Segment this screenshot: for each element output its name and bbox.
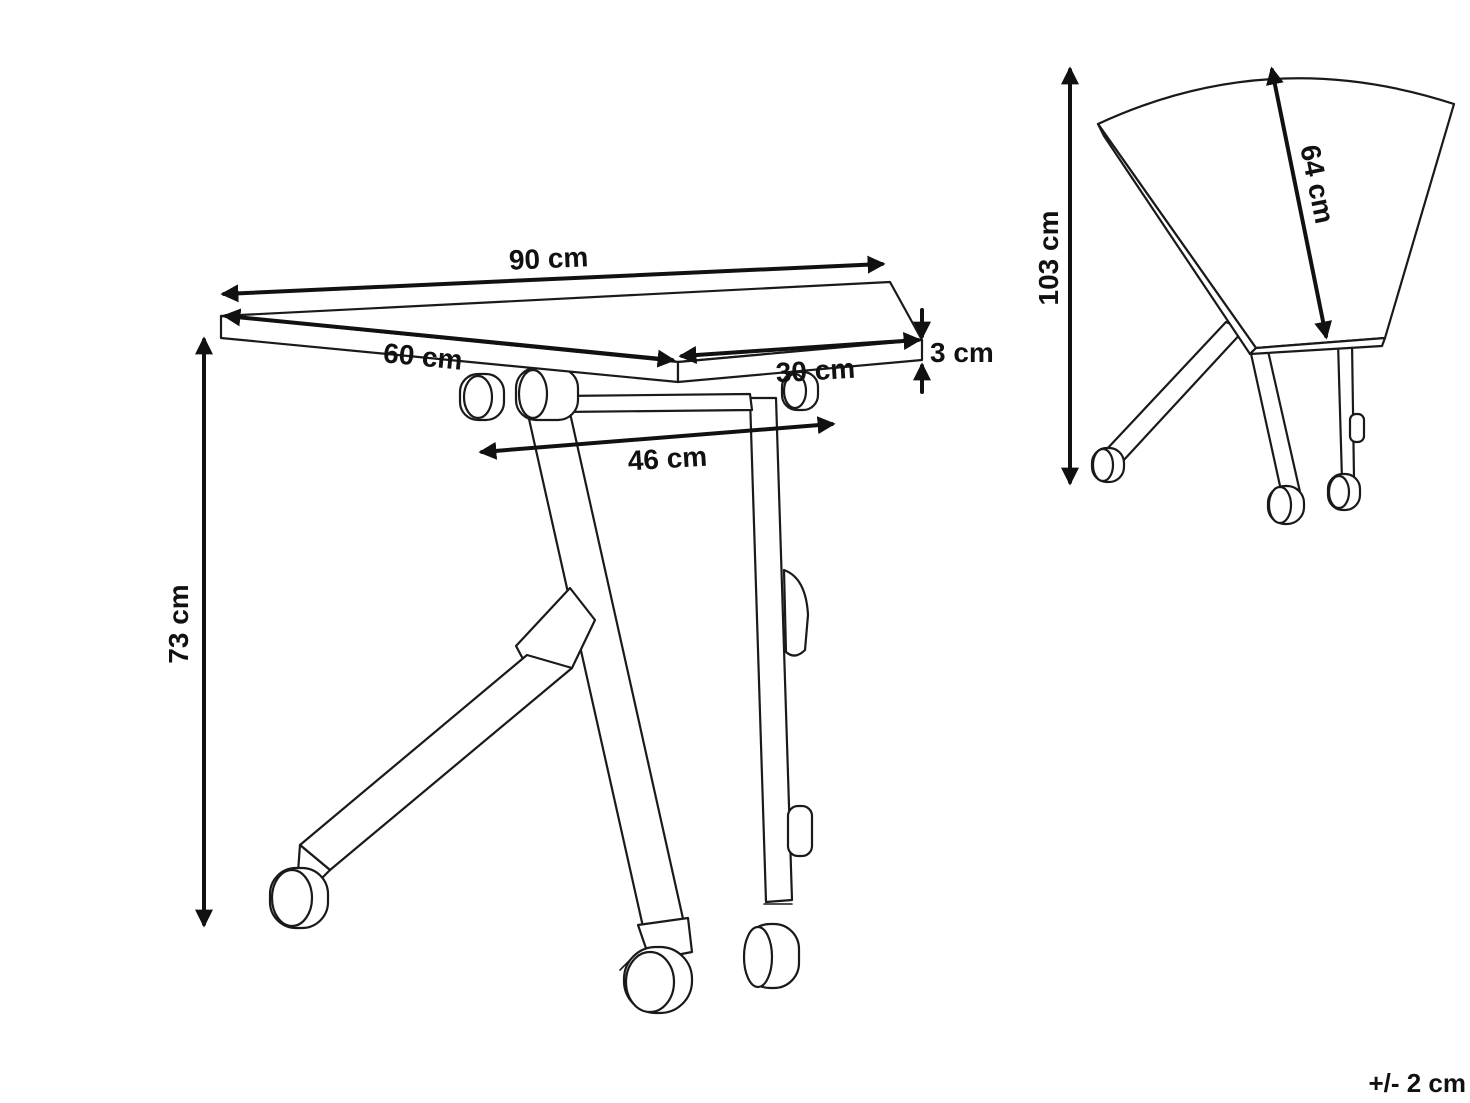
folded-height-label: 103 cm bbox=[1033, 211, 1064, 306]
folded-leg-brace bbox=[1104, 320, 1246, 464]
depth-label: 60 cm bbox=[382, 337, 464, 375]
folded-top bbox=[1096, 77, 1456, 350]
leg-span-label: 46 cm bbox=[627, 441, 708, 477]
depth-dimension-line bbox=[222, 308, 676, 368]
width-label: 90 cm bbox=[508, 241, 589, 276]
thickness-label: 3 cm bbox=[930, 337, 994, 368]
unfolded-table bbox=[219, 280, 924, 1015]
dimension-labels: 90 cm 60 cm 30 cm 3 cm 46 cm 73 cm 103 c… bbox=[163, 142, 1466, 1098]
folded-leg-back bbox=[1336, 340, 1356, 482]
folded-leg-front bbox=[1246, 338, 1302, 497]
side-depth-label: 30 cm bbox=[775, 353, 856, 389]
height-label: 73 cm bbox=[163, 584, 194, 663]
cross-bar bbox=[558, 392, 754, 414]
width-dimension-line bbox=[220, 255, 886, 303]
leg-span-dimension-line bbox=[478, 416, 836, 460]
tolerance-note: +/- 2 cm bbox=[1368, 1068, 1466, 1098]
folded-table bbox=[1090, 77, 1456, 526]
hinge-knobs bbox=[458, 366, 820, 422]
side-depth-dimension-line bbox=[678, 331, 922, 365]
folded-depth-dimension-line bbox=[1266, 66, 1332, 340]
dimension-lines bbox=[195, 66, 1332, 928]
folding-brace bbox=[268, 586, 597, 930]
back-leg bbox=[742, 396, 814, 990]
front-leg bbox=[525, 402, 694, 1015]
